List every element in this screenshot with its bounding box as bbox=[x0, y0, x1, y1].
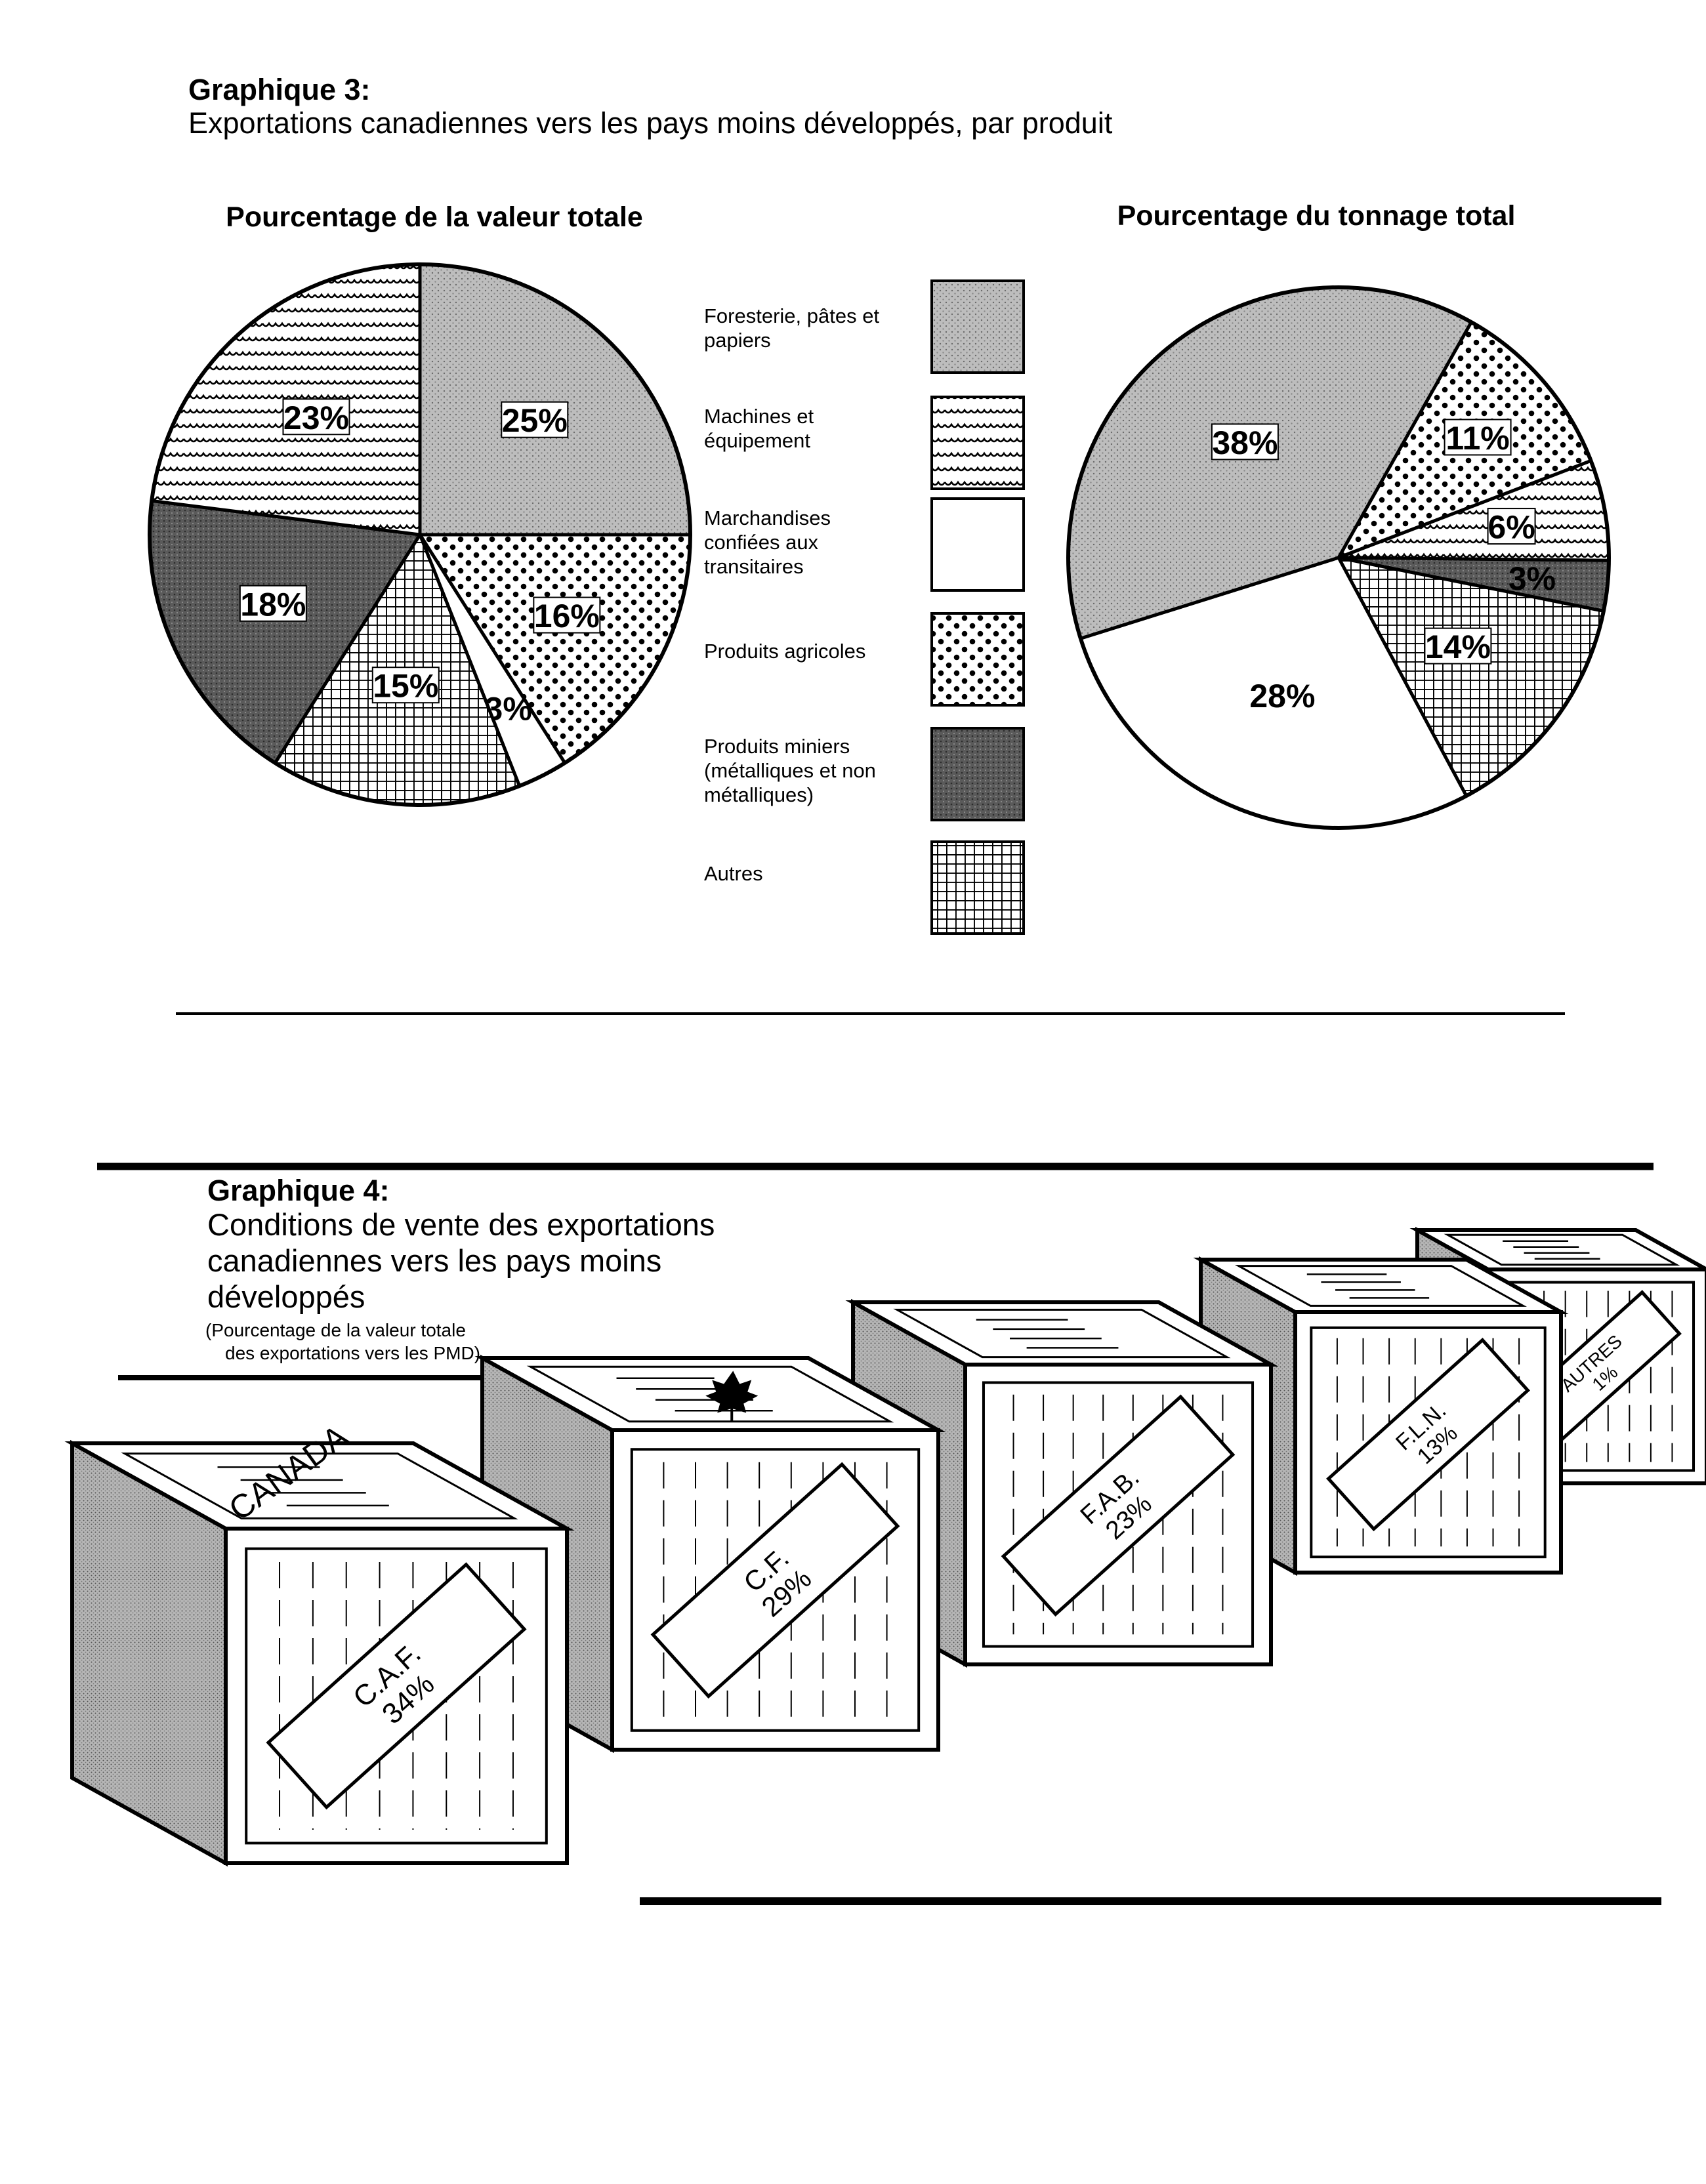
pie2-label-box-1 bbox=[1487, 508, 1536, 545]
pie1-label-box-3 bbox=[371, 667, 440, 704]
legend-label-marchandises-confiees-aux-transitaires: confiées aux bbox=[704, 531, 819, 554]
legend-swatch-machines-et-equipement bbox=[930, 396, 1025, 490]
legend-swatch-marchandises-confiees-aux-transitaires bbox=[930, 497, 1025, 592]
pie2-outline bbox=[1066, 285, 1611, 830]
crate-front-frame bbox=[1310, 1326, 1547, 1559]
legend-label-produits-miniers-metalliques-et-non-metalliques: Produits miniers bbox=[704, 735, 850, 758]
pie1-slice-foresterie-pates-et-papiers bbox=[418, 262, 692, 537]
pie-chart-tonnage: 11% 6% 3% 14% 28% 38% bbox=[1066, 285, 1611, 830]
pie1-label-foresterie-pates-et-papiers: 25% bbox=[502, 402, 568, 439]
crate-tag-f-l-n: F.L.N.13% bbox=[1326, 1338, 1530, 1532]
crate-tag-card bbox=[266, 1562, 527, 1810]
crate-tag-c-f: C.F.29% bbox=[650, 1462, 900, 1699]
legend-swatch-produits-miniers-metalliques-et-non-metalliques bbox=[930, 727, 1025, 821]
graph4-note-line-1: (Pourcentage de la valeur totale bbox=[205, 1320, 466, 1340]
legend-label-produits-miniers-metalliques-et-non-metalliques: métalliques) bbox=[704, 783, 814, 806]
pie2-title: Pourcentage du tonnage total bbox=[1117, 200, 1516, 232]
pie1-title: Pourcentage de la valeur totale bbox=[226, 201, 643, 233]
graph4-note-line-2: des exportations vers les PMD) bbox=[225, 1343, 480, 1363]
pie2-label-produits-agricoles: 11% bbox=[1446, 420, 1509, 457]
pie2-label-box-3 bbox=[1424, 627, 1492, 665]
pie2-label-box-5 bbox=[1211, 423, 1279, 461]
crate-top-panel bbox=[1234, 1265, 1528, 1307]
legend-label-foresterie-pates-et-papiers: Foresterie, pâtes et bbox=[704, 304, 879, 327]
legend-label-foresterie-pates-et-papiers: papiers bbox=[704, 329, 771, 352]
legend-swatch-autres bbox=[930, 840, 1025, 935]
pie1-label-machines-et-equipement: 23% bbox=[283, 400, 349, 436]
legend-swatch-produits-agricoles bbox=[930, 612, 1025, 707]
pie1-label-autres: 15% bbox=[373, 668, 438, 705]
graph3-title-bold: Graphique 3: bbox=[188, 73, 371, 106]
pie1-label-box-4 bbox=[239, 585, 307, 622]
legend-label-marchandises-confiees-aux-transitaires: transitaires bbox=[704, 555, 804, 578]
graph3-title: Exportations canadiennes vers les pays m… bbox=[188, 106, 1113, 140]
maple-leaf-icon bbox=[705, 1370, 759, 1421]
pie1-label-box-0 bbox=[501, 401, 569, 438]
legend-label-produits-miniers-metalliques-et-non-metalliques: (métalliques et non bbox=[704, 759, 876, 782]
legend-label-marchandises-confiees-aux-transitaires: Marchandises bbox=[704, 506, 831, 529]
legend-label-machines-et-equipement: Machines et bbox=[704, 405, 814, 428]
crate-tag-card bbox=[1001, 1394, 1236, 1617]
legend-label-autres: Autres bbox=[704, 862, 763, 885]
pie2-label-machines-et-equipement: 6% bbox=[1488, 509, 1535, 546]
crate-f-a-b: F.A.B.23% bbox=[845, 1298, 1279, 1668]
crate-tag-card bbox=[650, 1462, 900, 1699]
pie1-label-produits-miniers-metalliques-et-non-metalliques: 18% bbox=[240, 586, 306, 623]
pie1-label-produits-agricoles: 16% bbox=[534, 598, 600, 634]
pie2-label-autres: 14% bbox=[1425, 628, 1491, 665]
pie2-label-marchandises-confiees-aux-transitaires: 28% bbox=[1249, 678, 1315, 714]
pie1-label-box-5 bbox=[282, 398, 350, 436]
pie-chart-value: 25%16%3%15%18%23% bbox=[148, 262, 692, 807]
graph4-title-line-1: Conditions de vente des exportations bbox=[207, 1207, 715, 1242]
crate-top-panel bbox=[121, 1453, 518, 1519]
crates-chart: AUTRES1%F.L.N.13%F.A.B.23%C.F.29%C.A.F.3… bbox=[64, 1226, 1706, 1867]
pie1-label-box-1 bbox=[533, 596, 601, 634]
crate-top-panel bbox=[526, 1365, 894, 1423]
pie2-label-foresterie-pates-et-papiers: 38% bbox=[1212, 424, 1278, 461]
crate-front-frame bbox=[245, 1547, 548, 1845]
crate-tag-card bbox=[1326, 1338, 1530, 1532]
crate-front-frame bbox=[982, 1381, 1255, 1648]
pie1-outline bbox=[148, 262, 692, 807]
crate-front-frame bbox=[630, 1448, 921, 1732]
legend-label-produits-agricoles: Produits agricoles bbox=[704, 640, 865, 663]
pie2-label-box-0 bbox=[1444, 419, 1512, 456]
pie2-label-produits-miniers-metalliques-et-non-metalliques: 3% bbox=[1508, 560, 1556, 597]
crate-top-panel bbox=[1444, 1233, 1680, 1266]
legend-swatch-foresterie-pates-et-papiers bbox=[930, 279, 1025, 374]
crate-top-panel bbox=[893, 1308, 1231, 1359]
graph4-title-line-3: développés bbox=[207, 1279, 365, 1314]
legend-label-machines-et-equipement: équipement bbox=[704, 429, 810, 452]
graph4-title-line-2: canadiennes vers les pays moins bbox=[207, 1243, 661, 1278]
graph4-title-bold: Graphique 4: bbox=[207, 1174, 390, 1207]
